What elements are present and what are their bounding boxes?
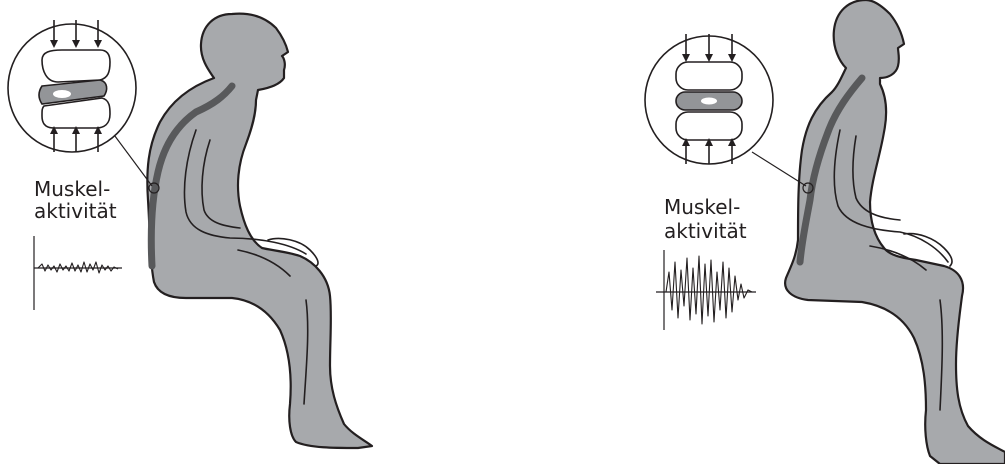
panel-slouched: Muskel- aktivität	[8, 14, 372, 448]
upright-figure	[785, 0, 1005, 464]
muscle-activity-label-line1: Muskel-	[664, 195, 740, 219]
slouched-figure	[147, 14, 372, 448]
emg-trace-upright	[656, 250, 756, 330]
muscle-activity-label-line2: aktivität	[664, 219, 747, 243]
disc-callout-slouched	[8, 20, 136, 152]
muscle-activity-label-line1: Muskel-	[34, 177, 110, 201]
panel-upright: Muskel- aktivität	[645, 0, 1005, 464]
muscle-activity-label-line2: aktivität	[34, 199, 117, 223]
emg-trace-slouched	[34, 236, 122, 310]
disc-callout-upright	[645, 34, 773, 164]
